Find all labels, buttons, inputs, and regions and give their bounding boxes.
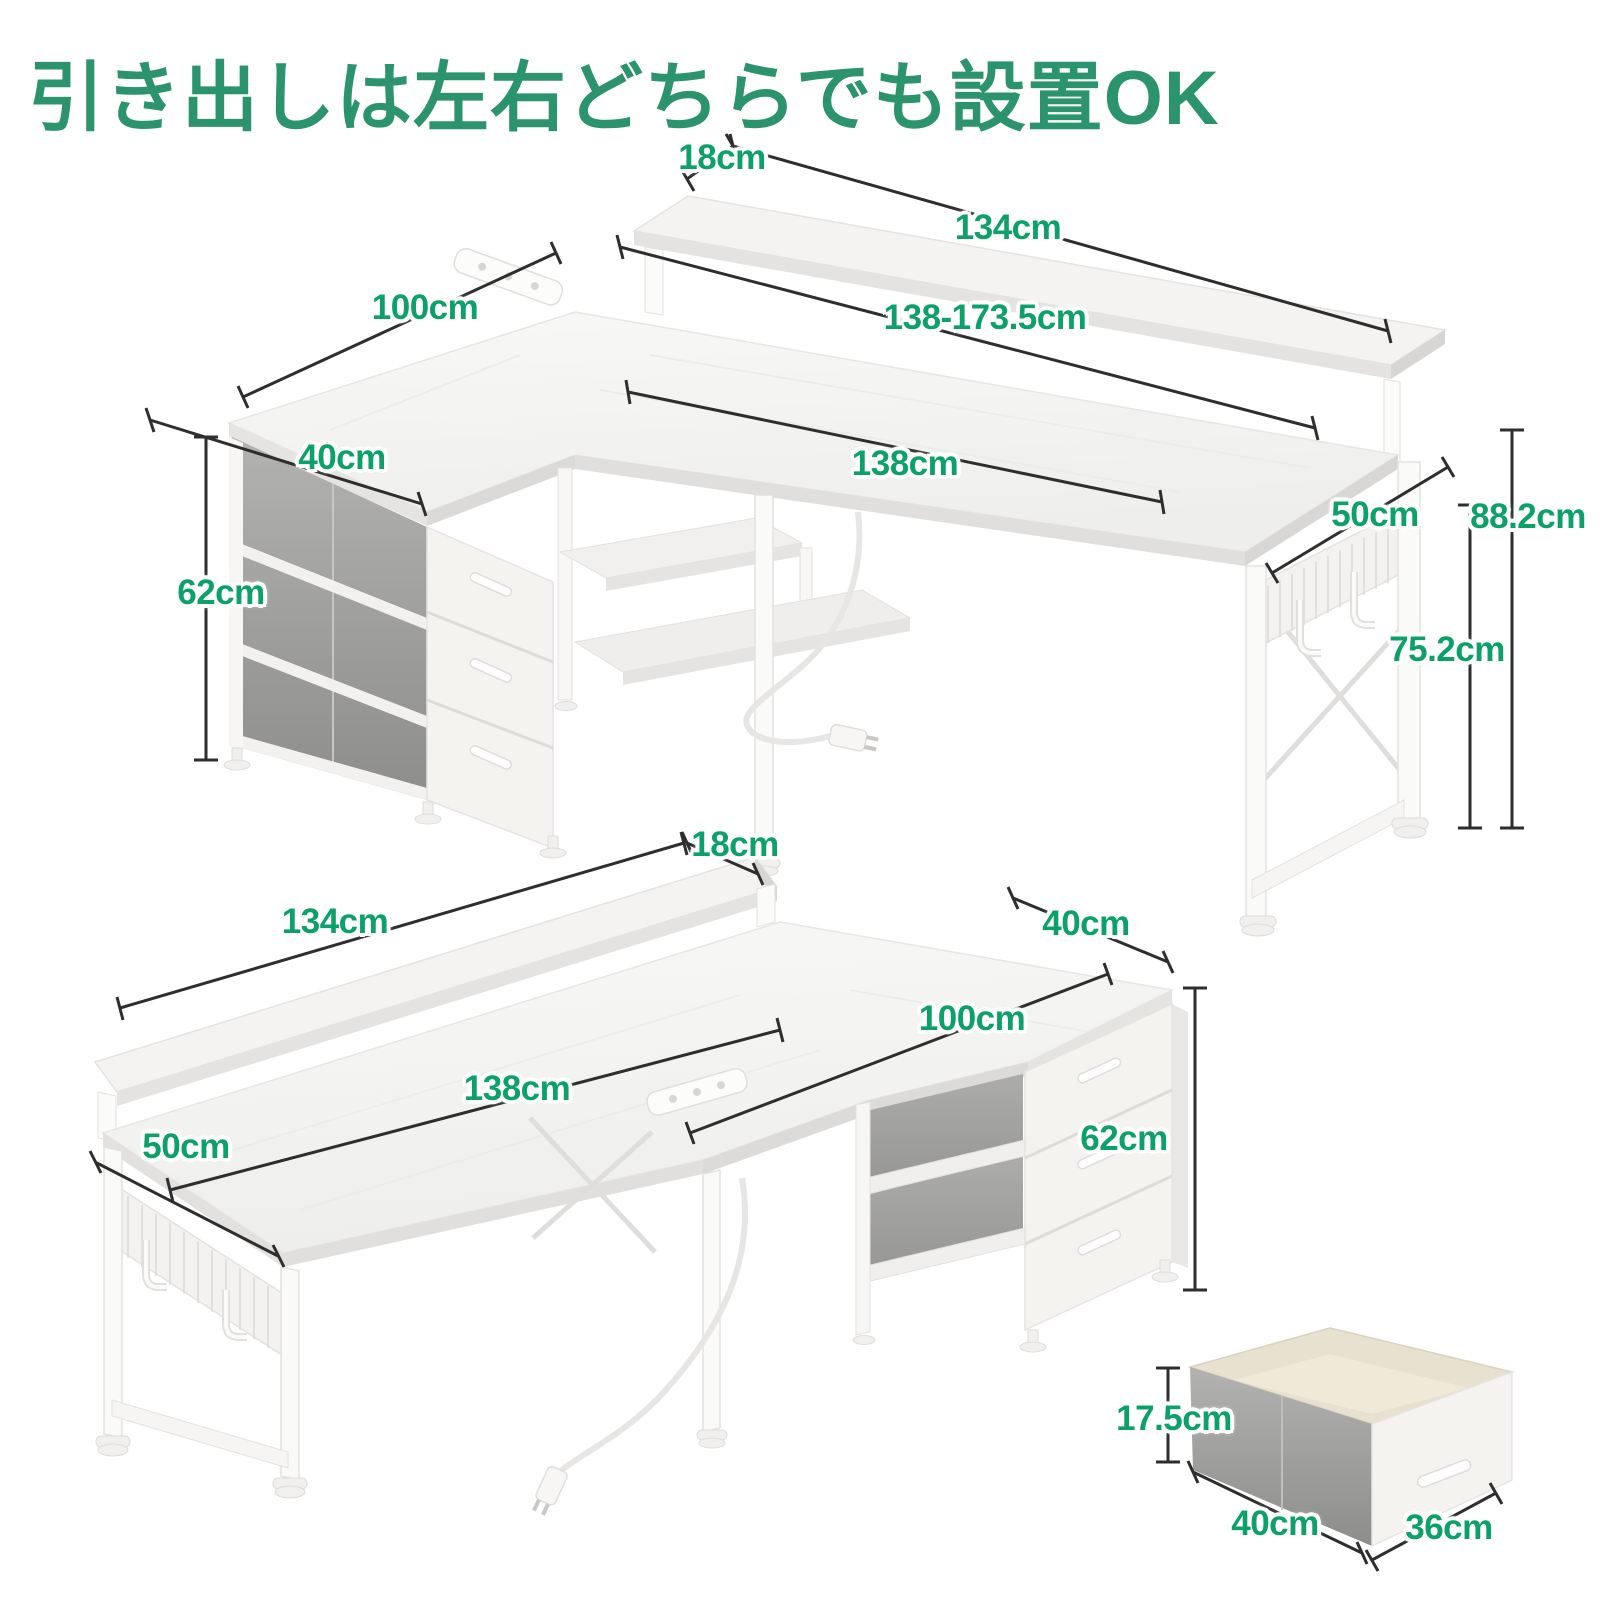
dim-label-top-desk-depth: 50cm (1331, 495, 1419, 534)
dim-label-box-height: 17.5cm (1116, 1399, 1232, 1438)
top-desk-illustration (144, 133, 1524, 937)
dimension-lines-bottom (88, 831, 1207, 1292)
dim-label-bottom-drawer-width: 40cm (1042, 904, 1130, 943)
dim-label-top-total-height: 88.2cm (1470, 497, 1586, 536)
dim-label-top-desk-height: 75.2cm (1389, 630, 1505, 669)
power-strip (646, 1068, 748, 1116)
monitor-shelf (631, 195, 1448, 466)
drawer-handle (1077, 1057, 1122, 1256)
power-plug-icon (532, 1465, 568, 1516)
desk-legs (95, 1116, 728, 1499)
dim-label-bottom-desk-length: 138cm (463, 1069, 571, 1108)
dim-label-bottom-riser-depth: 18cm (691, 825, 779, 864)
page-title: 引き出しは左右どちらでも設置OK (28, 56, 1220, 141)
dim-label-box-width: 36cm (1405, 1508, 1493, 1547)
open-shelf-unit (852, 1074, 1026, 1345)
dim-label-bottom-riser-length: 134cm (281, 902, 389, 941)
dim-label-bottom-desk-depth: 50cm (142, 1127, 230, 1166)
dimension-lines-top (144, 133, 1524, 830)
drawer-handle (1416, 1459, 1472, 1488)
drawer-handle (469, 572, 513, 770)
dim-label-top-riser-depth: 18cm (678, 138, 766, 177)
dim-label-top-drawer-width: 40cm (298, 438, 386, 477)
power-cord (743, 511, 879, 752)
bottom-desk-illustration (88, 831, 1207, 1516)
dim-label-top-riser-length: 134cm (954, 208, 1062, 247)
dim-label-box-depth: 40cm (1231, 1504, 1319, 1543)
monitor-shelf (93, 856, 779, 1143)
drawer-box-illustration (1156, 1327, 1515, 1572)
power-cord (532, 1177, 748, 1516)
desk-legs (747, 461, 1429, 937)
desk-top (101, 921, 1175, 1267)
dim-label-top-return-length: 100cm (371, 288, 479, 327)
power-plug-icon (828, 723, 879, 752)
dim-label-bottom-drawer-height: 62cm (1080, 1119, 1168, 1158)
dim-label-bottom-return-length: 100cm (918, 999, 1026, 1038)
dim-label-top-drawer-height: 62cm (177, 573, 265, 612)
dim-label-top-desk-length: 138cm (851, 444, 959, 483)
drawer-unit-feet (1019, 1259, 1179, 1353)
drawer-unit-feet (223, 747, 567, 859)
drawer-unit (1019, 1002, 1188, 1353)
dim-label-top-extendable-width: 138-173.5cm (883, 298, 1087, 337)
drawer-unit (223, 437, 567, 859)
dimension-lines-box (1156, 1366, 1504, 1572)
